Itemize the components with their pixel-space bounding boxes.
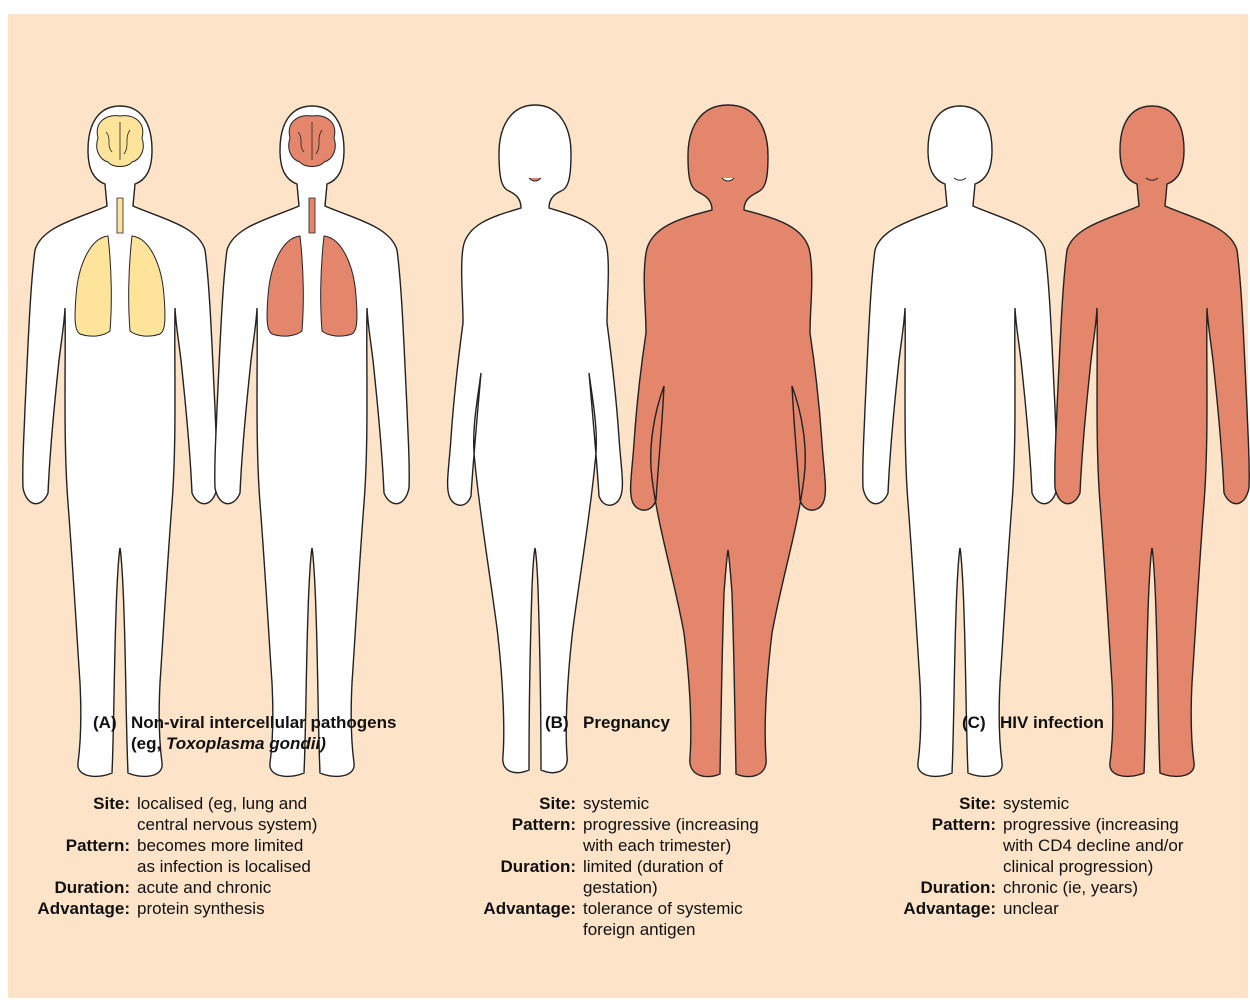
figure-c-normal [863, 106, 1058, 776]
brain-icon [97, 116, 144, 167]
info-row: Duration:limited (duration of gestation) [465, 856, 759, 898]
caption-title: Pregnancy [583, 713, 670, 732]
caption-subtitle-prefix: (eg, [131, 734, 166, 753]
info-key: Site: [465, 793, 583, 814]
info-key: Pattern: [18, 835, 137, 877]
info-row: Advantage:tolerance of systemic foreign … [465, 898, 759, 940]
info-value: acute and chronic [137, 877, 271, 898]
figure-b-normal [448, 105, 623, 773]
info-value: becomes more limited as infection is loc… [137, 835, 311, 877]
caption-label: (B) [545, 712, 583, 733]
info-key: Duration: [18, 877, 137, 898]
info-row: Site:systemic [885, 793, 1183, 814]
info-value: unclear [1003, 898, 1059, 919]
caption-subtitle: (eg, Toxoplasma gondii) [93, 733, 396, 754]
info-row: Site:localised (eg, lung and central ner… [18, 793, 317, 835]
caption-subtitle-italic: Toxoplasma gondii) [166, 734, 326, 753]
info-key: Pattern: [465, 814, 583, 856]
info-a: Site:localised (eg, lung and central ner… [18, 793, 317, 919]
info-key: Duration: [465, 856, 583, 898]
info-value: tolerance of systemic foreign antigen [583, 898, 743, 940]
caption-b: (B)Pregnancy [545, 712, 670, 733]
info-key: Pattern: [885, 814, 1003, 877]
info-value: chronic (ie, years) [1003, 877, 1138, 898]
brain-infected-icon [289, 116, 336, 167]
info-row: Duration:chronic (ie, years) [885, 877, 1183, 898]
info-value: protein synthesis [137, 898, 265, 919]
info-key: Advantage: [18, 898, 137, 919]
info-row: Pattern:progressive (increasing with eac… [465, 814, 759, 856]
info-b: Site:systemic Pattern:progressive (incre… [465, 793, 759, 940]
info-key: Advantage: [885, 898, 1003, 919]
caption-a: (A)Non-viral intercellular pathogens (eg… [93, 712, 396, 754]
figure-a-normal [23, 106, 218, 776]
caption-c: (C)HIV infection [962, 712, 1104, 733]
info-row: Site:systemic [465, 793, 759, 814]
caption-label: (C) [962, 712, 1000, 733]
info-key: Advantage: [465, 898, 583, 940]
info-row: Duration:acute and chronic [18, 877, 317, 898]
trachea-icon [117, 198, 123, 233]
info-value: systemic [583, 793, 649, 814]
figure-c-affected [1055, 106, 1250, 776]
trachea-infected-icon [309, 198, 315, 233]
info-key: Site: [885, 793, 1003, 814]
info-key: Duration: [885, 877, 1003, 898]
info-value: limited (duration of gestation) [583, 856, 723, 898]
figure-a-affected [215, 106, 410, 776]
info-row: Advantage:protein synthesis [18, 898, 317, 919]
info-row: Advantage:unclear [885, 898, 1183, 919]
info-row: Pattern:becomes more limited as infectio… [18, 835, 317, 877]
info-value: progressive (increasing with CD4 decline… [1003, 814, 1183, 877]
info-value: progressive (increasing with each trimes… [583, 814, 759, 856]
info-key: Site: [18, 793, 137, 835]
caption-label: (A) [93, 712, 131, 733]
caption-title: Non-viral intercellular pathogens [131, 713, 396, 732]
caption-title: HIV infection [1000, 713, 1104, 732]
info-c: Site:systemic Pattern:progressive (incre… [885, 793, 1183, 919]
info-row: Pattern:progressive (increasing with CD4… [885, 814, 1183, 877]
info-value: systemic [1003, 793, 1069, 814]
info-value: localised (eg, lung and central nervous … [137, 793, 317, 835]
figure-b-pregnant [631, 105, 826, 777]
